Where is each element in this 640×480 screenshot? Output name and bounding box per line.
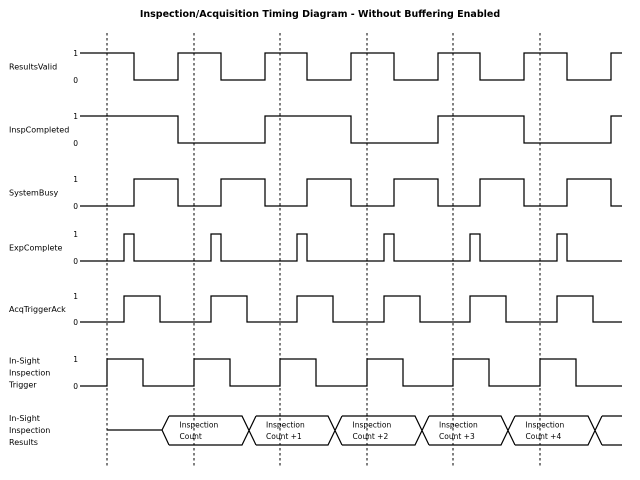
bus-cell-label: Count <box>180 432 202 441</box>
signal-waveform <box>80 358 622 387</box>
bus-cell-label: Inspection <box>439 421 478 430</box>
signal-label: In-Sight <box>9 357 40 366</box>
dashed-gridlines <box>106 33 541 466</box>
bus-cell-label: Inspection <box>353 421 392 430</box>
signal-label: ExpComplete <box>9 244 63 253</box>
level-label-low: 0 <box>73 76 78 85</box>
signal-label: Inspection <box>9 369 50 378</box>
level-label-low: 0 <box>73 139 78 148</box>
bus-cell-label: Inspection <box>180 421 219 430</box>
level-label-low: 0 <box>73 382 78 391</box>
bus-cell-label: Count +2 <box>353 432 389 441</box>
signal-label: AcqTriggerAck <box>9 305 66 314</box>
signal-row-acqtriggerack: AcqTriggerAck 1 0 <box>9 292 622 327</box>
level-label-low: 0 <box>73 257 78 266</box>
level-label-high: 1 <box>73 49 78 58</box>
level-label-high: 1 <box>73 112 78 121</box>
bus-waveform <box>107 415 622 446</box>
bus-cell-label: Count +3 <box>439 432 475 441</box>
bus-cell-label: Count +4 <box>526 432 562 441</box>
signal-label: Trigger <box>8 381 37 390</box>
signal-label: InspCompleted <box>9 126 69 135</box>
signal-row-expcomplete: ExpComplete 1 0 <box>9 230 622 266</box>
signal-row-systembusy: SystemBusy 1 0 <box>9 175 622 211</box>
level-label-high: 1 <box>73 355 78 364</box>
bus-cell-label: Inspection <box>526 421 565 430</box>
signal-waveform <box>80 115 622 144</box>
signal-label: Inspection <box>9 426 50 435</box>
signal-label: SystemBusy <box>9 189 59 198</box>
signal-waveform <box>80 233 622 262</box>
signal-row-resultsvalid: ResultsValid 1 0 <box>9 49 622 85</box>
signal-row-inspcompleted: InspCompleted 1 0 <box>9 112 622 148</box>
level-label-high: 1 <box>73 230 78 239</box>
signal-label: Results <box>9 438 38 447</box>
signal-waveform <box>80 52 622 81</box>
page-title: Inspection/Acquisition Timing Diagram - … <box>139 9 501 20</box>
signal-waveform <box>80 295 622 323</box>
level-label-high: 1 <box>73 292 78 301</box>
signal-waveform <box>80 178 622 207</box>
level-label-high: 1 <box>73 175 78 184</box>
level-label-low: 0 <box>73 318 78 327</box>
signal-label: In-Sight <box>9 414 40 423</box>
bus-cell-label: Count +1 <box>266 432 302 441</box>
level-label-low: 0 <box>73 202 78 211</box>
signal-label: ResultsValid <box>9 63 57 72</box>
bus-cell-label: Inspection <box>266 421 305 430</box>
